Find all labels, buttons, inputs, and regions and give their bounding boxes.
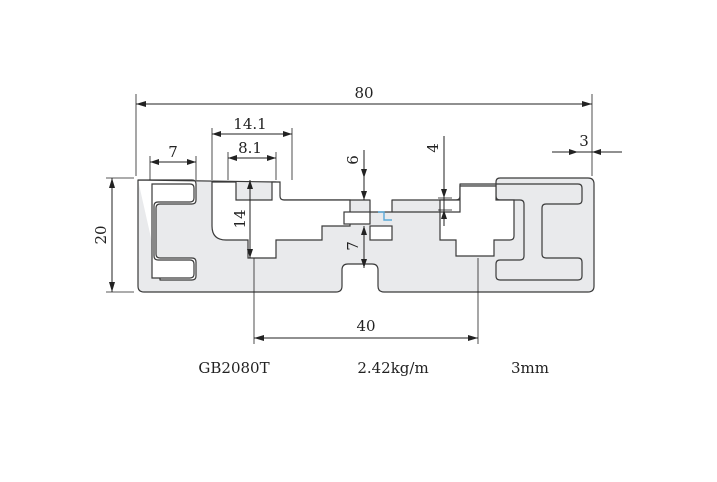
dimension-center-gap: 7: [344, 226, 367, 268]
dim-label-8-1: 8.1: [238, 139, 262, 157]
dimension-inner-height: 14: [231, 180, 253, 258]
caption: GB2080T 2.42kg/m 3mm: [198, 359, 549, 377]
left-slot: [151, 183, 195, 279]
center-notch-right: [369, 225, 393, 241]
center-notch-left: [343, 211, 371, 225]
dim-label-7-center: 7: [344, 241, 362, 251]
dimension-slot-depth-right: 4: [424, 136, 447, 226]
dimension-wall-right: 3: [552, 132, 622, 155]
dim-label-4: 4: [424, 143, 442, 153]
caption-wall: 3mm: [511, 359, 549, 377]
dimension-slot-depth-top: 6: [344, 150, 367, 200]
dim-label-6: 6: [344, 155, 362, 165]
dim-label-80: 80: [354, 84, 373, 102]
dim-label-14-1: 14.1: [233, 115, 266, 133]
dimension-slot-width: 7: [150, 143, 196, 165]
dim-label-14: 14: [231, 209, 249, 228]
dimension-slot-outer: 14.1: [212, 115, 292, 137]
dim-label-20: 20: [92, 225, 110, 244]
dimension-slot-inner: 8.1: [228, 139, 276, 161]
right-center-cavity: [392, 185, 515, 257]
dimension-overall-width: 80: [136, 84, 592, 107]
caption-model: GB2080T: [198, 359, 269, 377]
dim-label-3: 3: [579, 132, 589, 150]
dim-label-7-top: 7: [168, 143, 178, 161]
left-center-cavity: [211, 181, 351, 259]
center-highlight: [378, 211, 392, 221]
dimension-slot-pitch: 40: [254, 317, 478, 341]
dimension-height: 20: [92, 178, 115, 292]
caption-weight: 2.42kg/m: [357, 359, 428, 377]
dim-label-40: 40: [356, 317, 375, 335]
